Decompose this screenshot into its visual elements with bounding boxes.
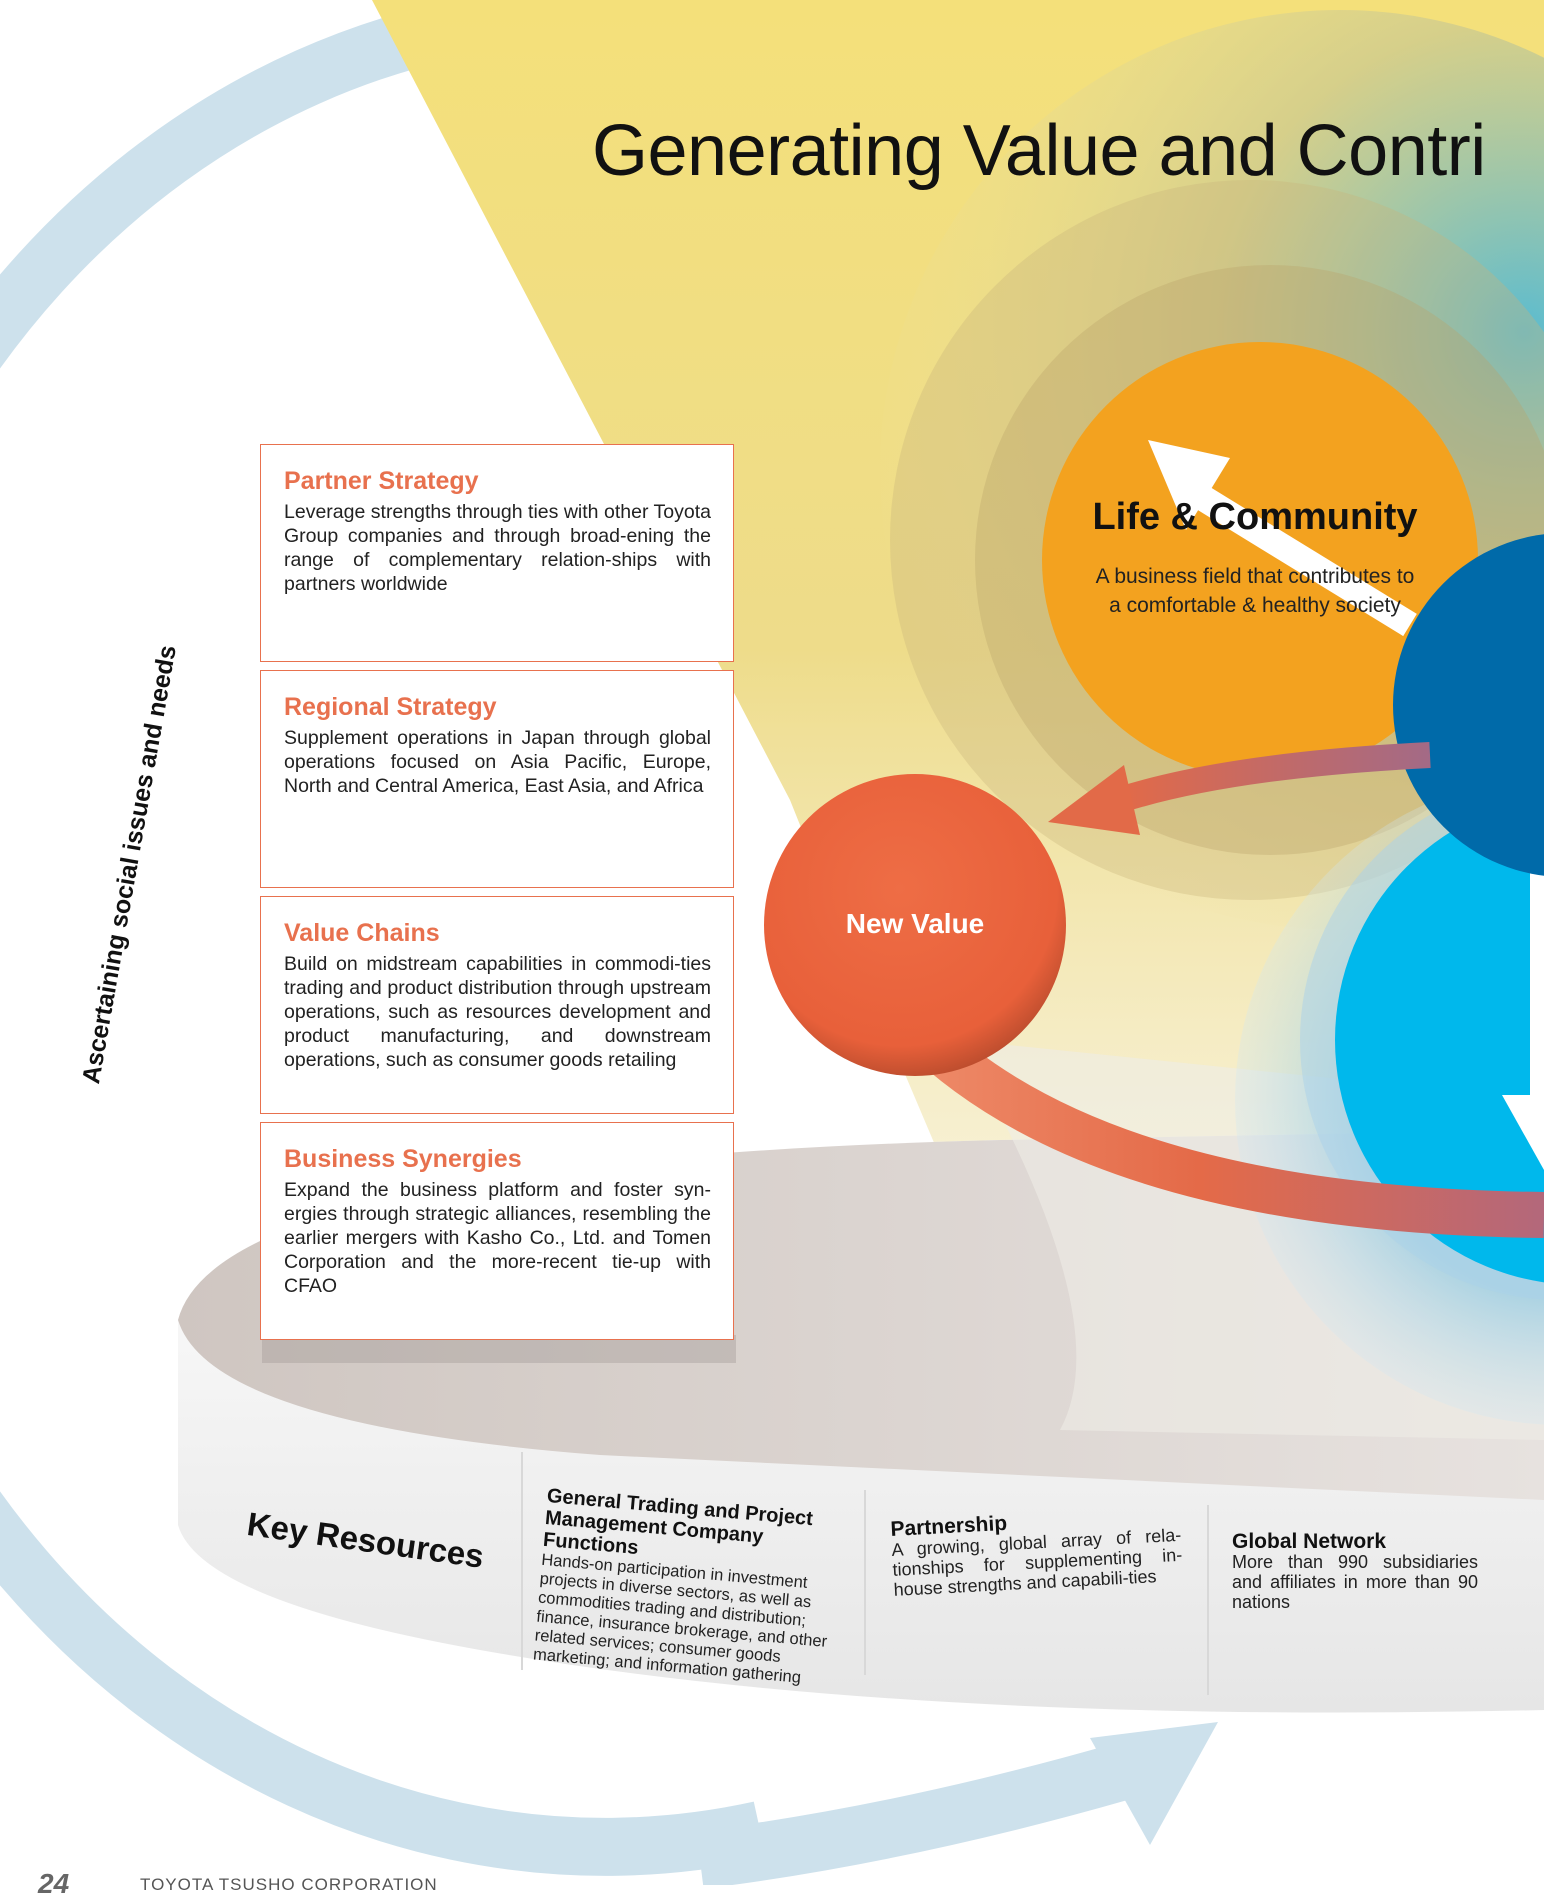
life-community-description: A business field that contributes to a c… [1095,565,1415,617]
resource-global-network: Global Network More than 990 subsidiarie… [1232,1530,1478,1612]
page-title: Generating Value and Contri [592,111,1486,191]
strategy-card-value-chains: Value Chains Build on midstream capabili… [260,896,734,1114]
page-number: 24 [38,1868,70,1899]
value-flow-arrow [901,1013,1544,1238]
white-cycle-arrow [1183,478,1417,637]
resource-body: Hands-on participation in investment pro… [532,1550,828,1687]
strategy-body: Expand the business platform and foster … [284,1179,711,1297]
resource-body: More than 990 subsidiaries and affiliate… [1232,1552,1478,1612]
footer-company: TOYOTA TSUSHO CORPORATION [140,1875,438,1894]
resource-general-trading: General Trading and Project Management C… [532,1485,839,1690]
strategy-heading: Partner Strategy [284,467,479,495]
strategy-heading: Value Chains [284,919,440,947]
strategy-card-synergies: Business Synergies Expand the business p… [260,1122,734,1340]
outer-cycle-arrowhead [1090,1722,1218,1845]
strategy-body: Build on midstream capabilities in commo… [284,953,711,1071]
outer-cycle-arrow [0,1,767,1876]
strategy-heading: Regional Strategy [284,693,497,721]
life-community-circle [1042,342,1478,778]
strategy-card-regional: Regional Strategy Supplement operations … [260,670,734,888]
strategy-body: Leverage strengths through ties with oth… [284,501,711,595]
return-arrow [1116,742,1431,813]
new-value-label: New Value [845,908,985,939]
strategy-body: Supplement operations in Japan through g… [284,727,711,797]
strategy-heading: Business Synergies [284,1145,522,1173]
resource-partnership: Partnership A growing, global array of r… [890,1505,1184,1600]
resource-heading: Global Network [1232,1530,1387,1553]
deep-blue-business-circle [1393,534,1544,876]
new-value-circle [764,774,1066,1076]
life-community-title: Life & Community [1092,496,1418,538]
strategy-card-partner: Partner Strategy Leverage strengths thro… [260,444,734,662]
sky-blue-business-circle [1335,797,1544,1283]
